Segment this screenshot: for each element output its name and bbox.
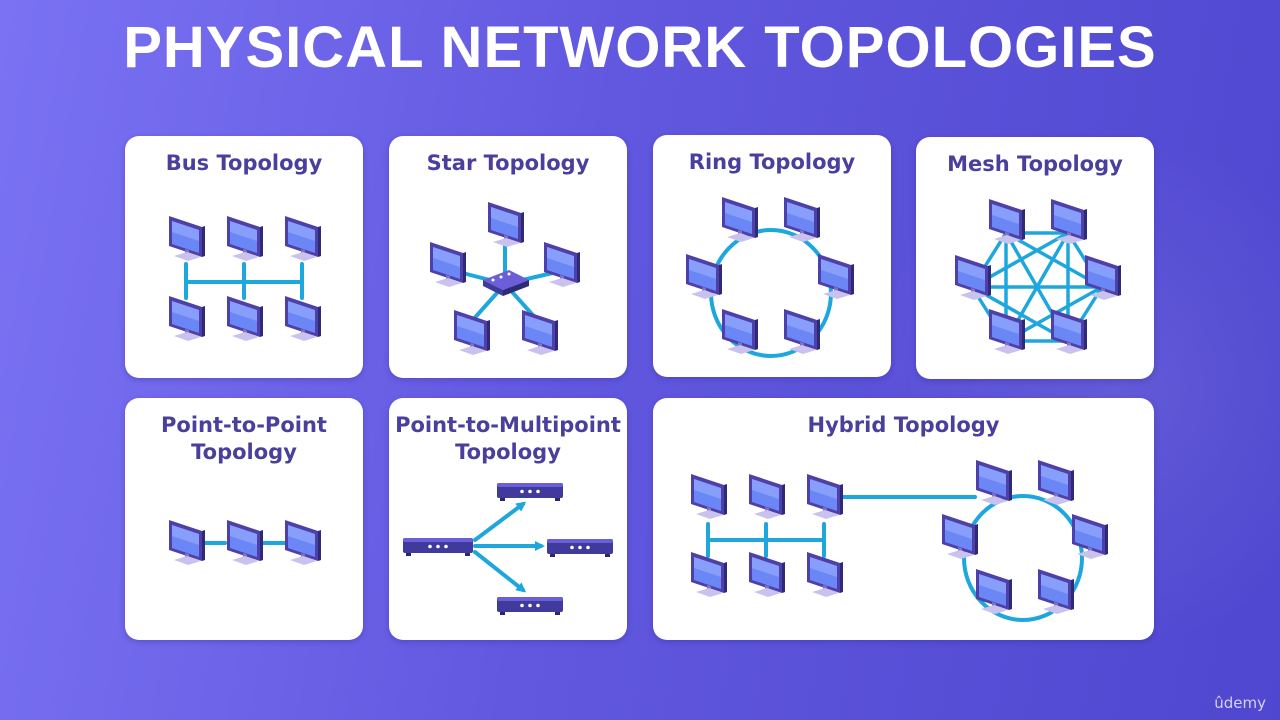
monitor-icon — [976, 569, 1012, 614]
point-to-point-topology-card: Point-to-Point Topology — [125, 398, 363, 640]
hybrid-topology-card: Hybrid Topology — [653, 398, 1154, 640]
star-topology-title: Star Topology — [426, 151, 590, 175]
monitor-icon — [285, 296, 321, 341]
monitor-icon — [285, 520, 321, 565]
bus-links — [184, 262, 304, 300]
point-to-point-title-line2: Topology — [191, 440, 297, 464]
point-to-multipoint-title-line2: Topology — [455, 440, 561, 464]
monitor-icon — [1085, 255, 1121, 300]
monitor-icon — [976, 460, 1012, 505]
monitor-icon — [749, 474, 785, 519]
mesh-topology-diagram — [955, 199, 1121, 354]
monitor-icon — [955, 255, 991, 300]
point-to-point-topology-title: Point-to-Point Topology — [125, 412, 363, 466]
monitor-icon — [1072, 514, 1108, 559]
monitor-icon — [169, 296, 205, 341]
monitor-icon — [1051, 309, 1087, 354]
mesh-computers — [955, 199, 1121, 354]
star-topology-diagram — [430, 202, 580, 355]
monitor-icon — [227, 216, 263, 261]
bus-topology-title: Bus Topology — [165, 151, 323, 175]
ring-topology-title: Ring Topology — [688, 150, 856, 174]
point-to-multipoint-routers — [403, 483, 613, 615]
monitor-icon — [544, 242, 580, 287]
monitor-icon — [169, 216, 205, 261]
bus-topology-diagram — [169, 216, 321, 341]
monitor-icon — [285, 216, 321, 261]
monitor-icon — [1051, 199, 1087, 244]
monitor-icon — [942, 514, 978, 559]
mesh-topology-title: Mesh Topology — [947, 152, 1123, 176]
monitor-icon — [784, 197, 820, 242]
monitor-icon — [784, 309, 820, 354]
star-topology-card: Star Topology — [389, 136, 627, 378]
monitor-icon — [691, 552, 727, 597]
router-icon — [403, 538, 473, 556]
router-icon — [547, 539, 613, 557]
monitor-icon — [430, 242, 466, 287]
router-icon — [497, 597, 563, 615]
ring-computers — [686, 197, 854, 354]
switch-icon — [483, 270, 529, 296]
bus-topology-card: Bus Topology — [125, 136, 363, 378]
point-to-multipoint-title-line1: Point-to-Multipoint — [395, 413, 621, 437]
monitor-icon — [1038, 569, 1074, 614]
monitor-icon — [691, 474, 727, 519]
monitor-icon — [818, 254, 854, 299]
monitor-icon — [227, 296, 263, 341]
ring-topology-diagram — [686, 197, 854, 358]
monitor-icon — [989, 309, 1025, 354]
bus-computers — [169, 216, 321, 341]
monitor-icon — [227, 520, 263, 565]
mesh-topology-card: Mesh Topology — [916, 137, 1154, 379]
monitor-icon — [722, 197, 758, 242]
hybrid-topology-title: Hybrid Topology — [807, 413, 1000, 437]
monitor-icon — [454, 310, 490, 355]
page-title: PHYSICAL NETWORK TOPOLOGIES — [123, 15, 1157, 80]
point-to-point-computers — [169, 520, 321, 565]
point-to-multipoint-topology-title: Point-to-Multipoint Topology — [389, 412, 627, 466]
monitor-icon — [169, 520, 205, 565]
monitor-icon — [1038, 460, 1074, 505]
udemy-watermark: ûdemy — [1214, 694, 1266, 712]
hybrid-computers — [691, 460, 1108, 614]
point-to-multipoint-diagram — [403, 483, 613, 615]
point-to-multipoint-arrows — [473, 501, 545, 593]
point-to-point-title-line1: Point-to-Point — [161, 413, 327, 437]
router-icon — [497, 483, 563, 501]
point-to-point-diagram — [169, 520, 321, 565]
monitor-icon — [807, 474, 843, 519]
monitor-icon — [722, 309, 758, 354]
monitor-icon — [522, 310, 558, 355]
point-to-multipoint-topology-card: Point-to-Multipoint Topology — [389, 398, 627, 640]
monitor-icon — [989, 199, 1025, 244]
monitor-icon — [686, 254, 722, 299]
ring-topology-card: Ring Topology — [653, 135, 891, 377]
monitor-icon — [488, 202, 524, 247]
star-computers — [430, 202, 580, 355]
hybrid-topology-diagram — [691, 460, 1108, 622]
monitor-icon — [749, 552, 785, 597]
monitor-icon — [807, 552, 843, 597]
